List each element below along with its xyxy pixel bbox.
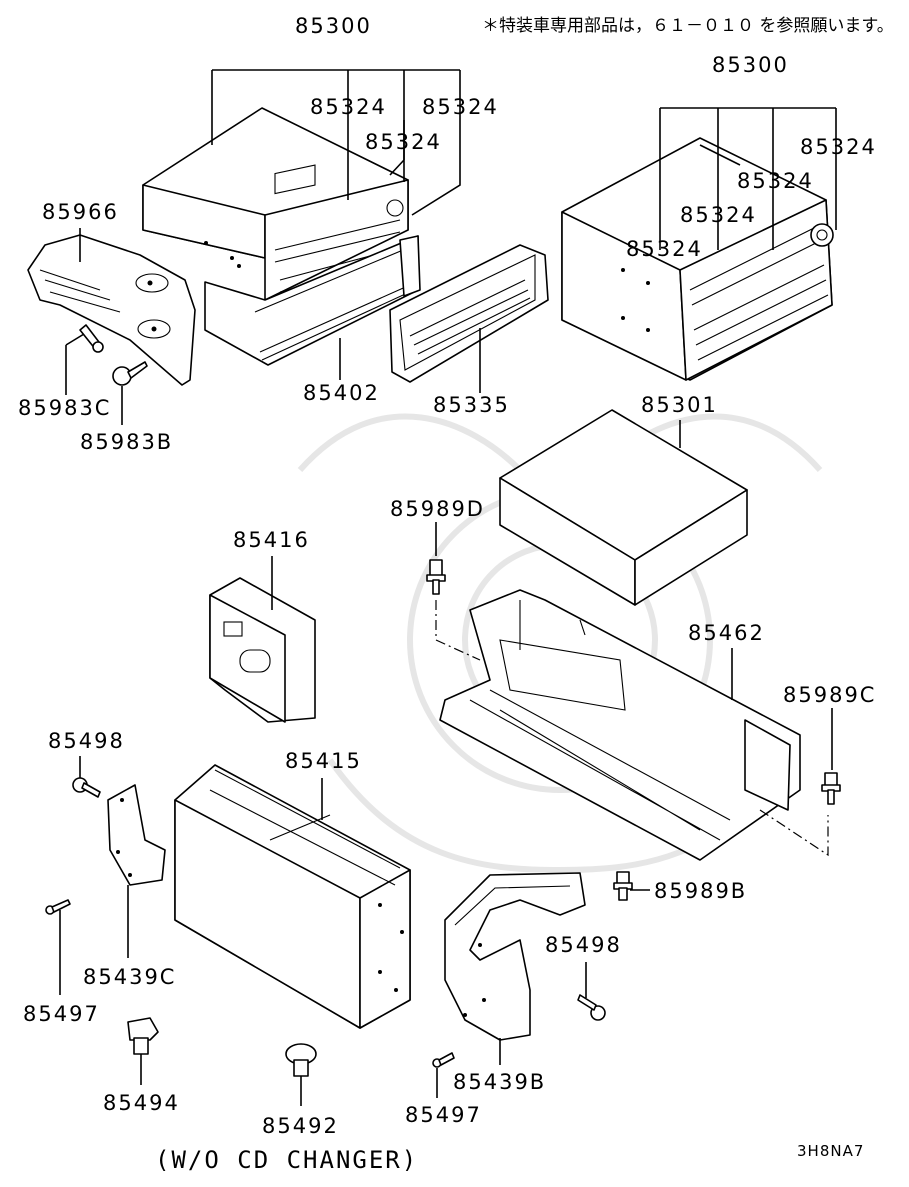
- label-85324-c: 85324: [365, 130, 442, 154]
- label-85989c: 85989C: [783, 683, 876, 707]
- label-85416: 85416: [233, 528, 310, 552]
- label-85497-a: 85497: [23, 1002, 100, 1026]
- part-labels: ＊特装車専用部品は，６１－０１０ を参照願います。 85300 85324 85…: [18, 14, 894, 1174]
- label-85301: 85301: [641, 393, 718, 417]
- label-85300-left: 85300: [295, 14, 372, 38]
- label-85983c: 85983C: [18, 396, 111, 420]
- tray-85462: [439, 589, 801, 861]
- label-85498-a: 85498: [48, 729, 125, 753]
- label-85966: 85966: [42, 200, 119, 224]
- bolt-85989d: [426, 559, 446, 595]
- label-85494: 85494: [103, 1091, 180, 1115]
- note-text: ＊特装車専用部品は，６１－０１０ を参照願います。: [482, 16, 894, 36]
- head-unit-right: [561, 137, 834, 381]
- label-85415: 85415: [285, 749, 362, 773]
- label-85324-e: 85324: [737, 169, 814, 193]
- label-85462: 85462: [688, 621, 765, 645]
- mounting-bracket-85402: [204, 235, 421, 366]
- screw-85983c: [79, 324, 104, 353]
- label-85324-a: 85324: [310, 95, 387, 119]
- label-85989b: 85989B: [654, 879, 747, 903]
- label-85335: 85335: [433, 393, 510, 417]
- screw-85498a: [72, 777, 101, 798]
- cd-changer-85415: [174, 764, 411, 1029]
- label-85492: 85492: [262, 1114, 339, 1138]
- leader-lines: [59, 69, 837, 1106]
- side-bracket-85966: [27, 234, 196, 386]
- diagram-ref: 3H8NA7: [797, 1142, 864, 1160]
- label-85498-b: 85498: [545, 933, 622, 957]
- label-85300-right: 85300: [712, 53, 789, 77]
- label-85324-b: 85324: [422, 95, 499, 119]
- clip-85494: [127, 1017, 159, 1055]
- bracket-85439b: [444, 872, 586, 1041]
- label-85989d: 85989D: [390, 497, 485, 521]
- trim-panel-85335: [389, 244, 549, 383]
- label-85497-b: 85497: [405, 1103, 482, 1127]
- bracket-85439c: [107, 784, 166, 886]
- label-85439c: 85439C: [83, 965, 176, 989]
- label-85402: 85402: [303, 381, 380, 405]
- screw-85497a: [45, 899, 71, 915]
- screw-85498b: [577, 994, 606, 1021]
- label-85439b: 85439B: [453, 1070, 546, 1094]
- caption-text: (W/O CD CHANGER): [155, 1146, 418, 1174]
- screw-85497b: [432, 1052, 455, 1068]
- screw-85983b: [112, 361, 148, 386]
- cd-box-85301: [499, 409, 748, 606]
- cover-85416: [209, 577, 316, 723]
- clip-85492: [285, 1043, 317, 1077]
- bolt-85989c: [821, 772, 841, 805]
- label-85983b: 85983B: [80, 430, 173, 454]
- label-85324-d: 85324: [800, 135, 877, 159]
- label-85324-f: 85324: [680, 203, 757, 227]
- head-unit-left: [142, 107, 409, 301]
- label-85324-g: 85324: [626, 237, 703, 261]
- bolt-85989b: [613, 871, 633, 901]
